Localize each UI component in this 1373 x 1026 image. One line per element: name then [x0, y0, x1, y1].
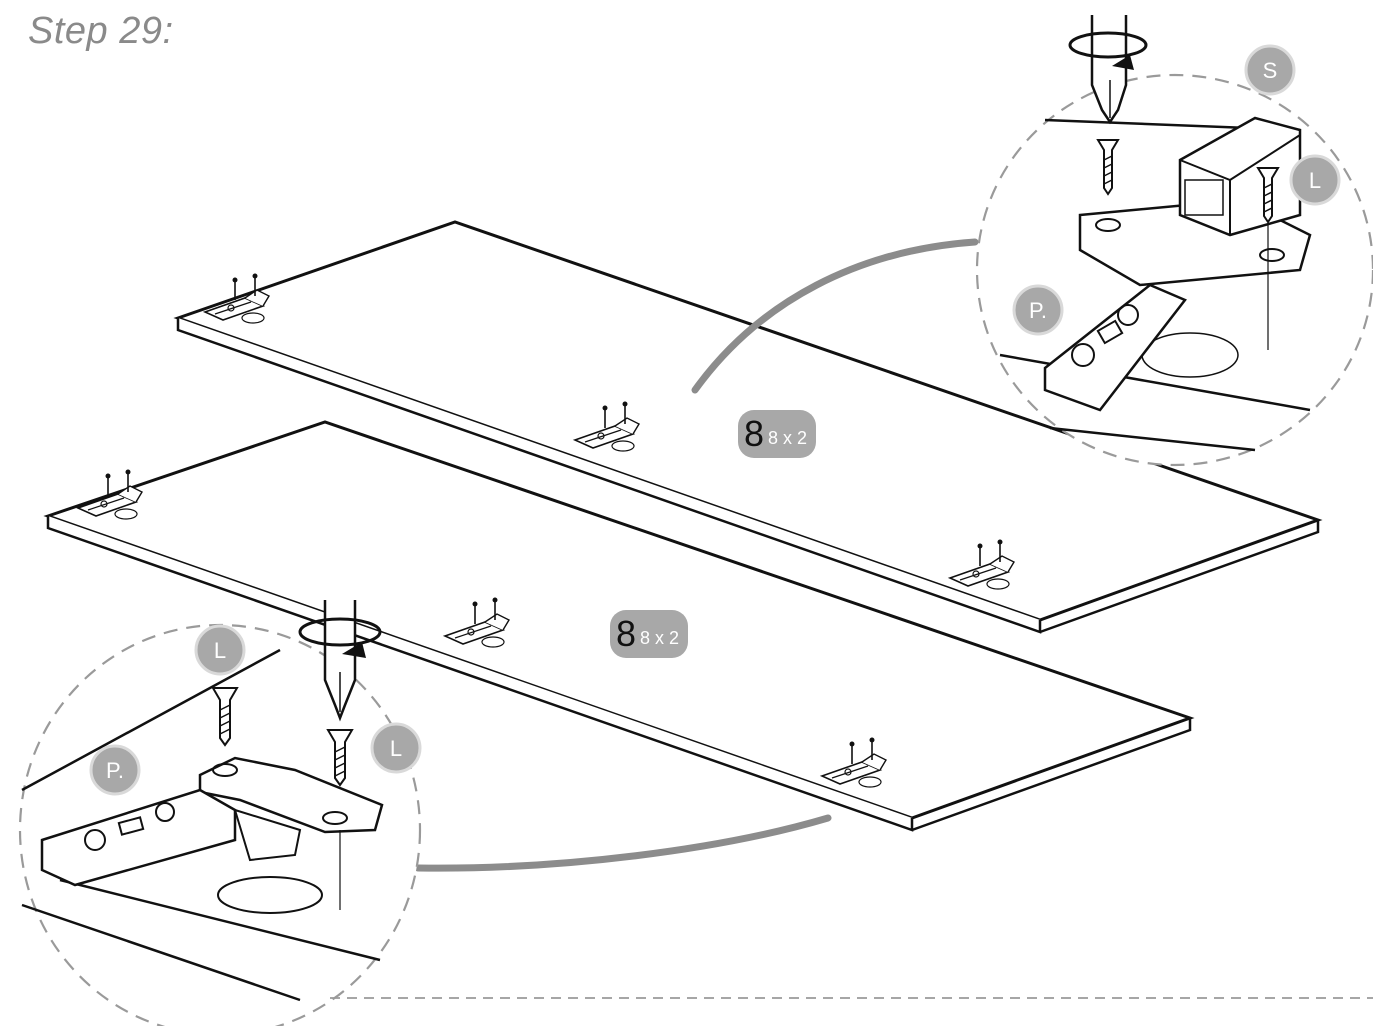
- svg-text:8 x 2: 8 x 2: [768, 428, 807, 448]
- svg-text:8 x 2: 8 x 2: [640, 628, 679, 648]
- svg-text:S: S: [1263, 58, 1278, 83]
- badge-L: L: [370, 722, 422, 774]
- badge-P: P.: [89, 744, 141, 796]
- detail-bottom-content: [21, 600, 384, 1002]
- screwdriver-icon: [1090, 15, 1128, 125]
- screw-icon: [1256, 167, 1280, 224]
- rotate-arrow-icon: [298, 617, 382, 647]
- badge-P: P.: [1012, 284, 1064, 336]
- quantity-tag: 8 8 x 2: [610, 610, 688, 658]
- svg-text:P.: P.: [1029, 298, 1047, 323]
- svg-text:8: 8: [744, 413, 764, 454]
- svg-text:P.: P.: [106, 758, 124, 783]
- svg-text:8: 8: [616, 613, 636, 654]
- screw-icon: [211, 687, 239, 747]
- quantity-tag: 8 8 x 2: [738, 410, 816, 458]
- screwdriver-icon: [323, 600, 357, 722]
- detail-top-content: [999, 15, 1312, 452]
- rotate-arrow-icon: [1068, 31, 1148, 59]
- leader-arc-bottom: [414, 814, 832, 872]
- hinge-icon: [198, 756, 384, 834]
- screw-icon: [1096, 139, 1120, 196]
- badge-S: S: [1244, 44, 1296, 96]
- leader-arc-top: [691, 238, 979, 394]
- svg-text:L: L: [214, 638, 226, 663]
- svg-text:L: L: [1309, 168, 1321, 193]
- badge-L: L: [194, 624, 246, 676]
- badge-L: L: [1289, 154, 1341, 206]
- step-title: Step 29:: [28, 10, 174, 52]
- svg-text:L: L: [390, 736, 402, 761]
